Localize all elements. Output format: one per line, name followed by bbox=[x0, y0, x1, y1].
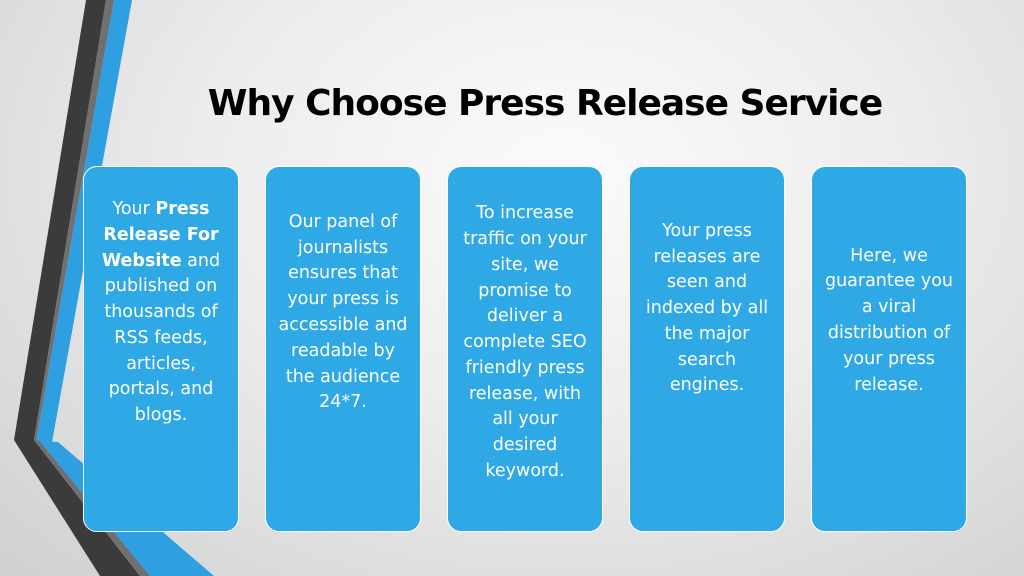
reason-card-1-text: Your Press Release For Website and publi… bbox=[94, 197, 228, 429]
reason-card-2-text: Our panel of journalists ensures that yo… bbox=[278, 211, 408, 413]
reasons-cards: Your Press Release For Website and publi… bbox=[83, 166, 967, 532]
reason-card-1-text-end: and published on thousands of RSS feeds,… bbox=[104, 250, 221, 426]
reason-card-5: Here, we guarantee you a viral distribut… bbox=[811, 166, 967, 532]
gray-stripe bbox=[34, 0, 114, 442]
reason-card-1-text-start: Your bbox=[112, 198, 156, 219]
reason-card-4: Your press releases are seen and indexed… bbox=[629, 166, 785, 532]
reason-card-2: Our panel of journalists ensures that yo… bbox=[265, 166, 421, 532]
reason-card-3-text: To increase traffic on your site, we pro… bbox=[463, 203, 587, 482]
slide-title: Why Choose Press Release Service bbox=[207, 83, 883, 124]
reason-card-5-text: Here, we guarantee you a viral distribut… bbox=[824, 245, 954, 395]
reason-card-1: Your Press Release For Website and publi… bbox=[83, 166, 239, 532]
dark-stripe bbox=[14, 0, 106, 440]
reason-card-4-text: Your press releases are seen and indexed… bbox=[645, 220, 769, 396]
reason-card-1-bold-text: Press Release For Website bbox=[101, 198, 219, 271]
reason-card-3: To increase traffic on your site, we pro… bbox=[447, 166, 603, 532]
dark-lower-band bbox=[14, 440, 140, 576]
